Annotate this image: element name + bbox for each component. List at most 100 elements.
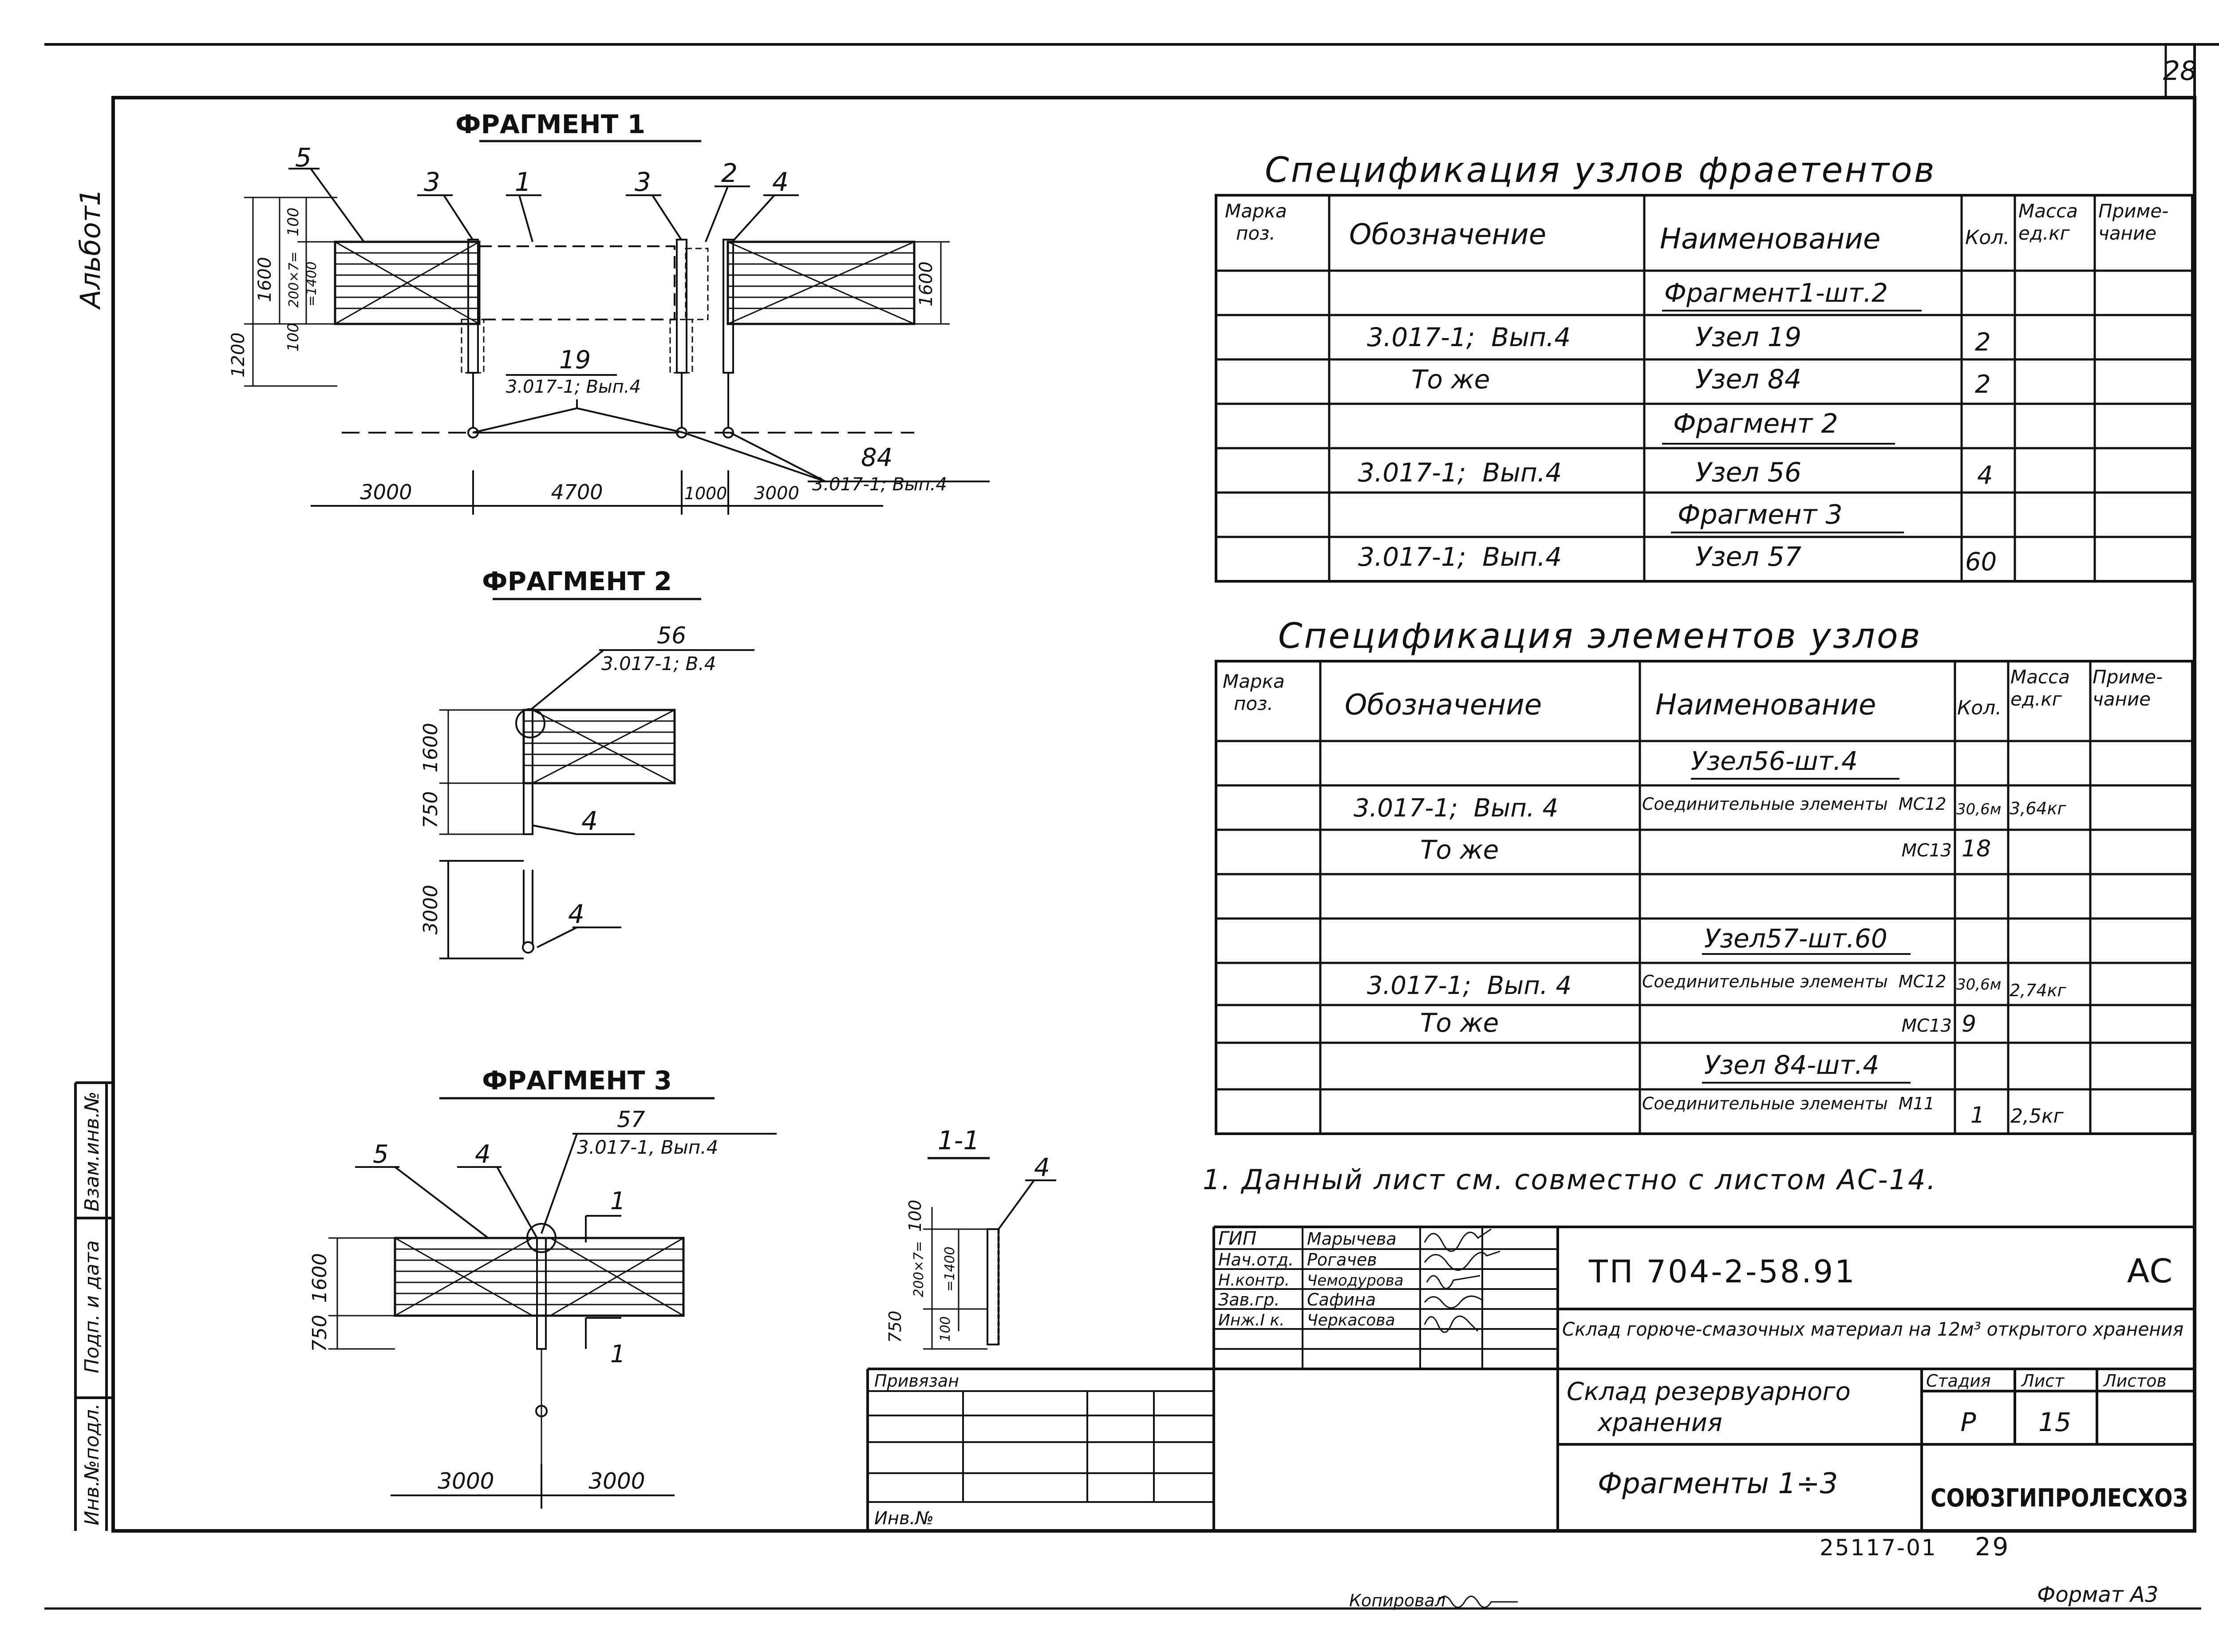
f2-node-56-ref: 3.017-1; В.4 (601, 653, 716, 674)
f1-dim-1000: 1000 (684, 484, 727, 503)
format-label: Формат А3 (2037, 1582, 2158, 1607)
f2-dim-3000: 3000 (419, 885, 442, 934)
section-1-1-dim-1400: =1400 (942, 1246, 958, 1291)
spec-elements-r7-qty: 9 (1962, 1011, 1976, 1037)
spec-elements-title: Спецификация элементов узлов (1278, 616, 1922, 656)
f1-node-19-ref: 3.017-1; Вып.4 (506, 377, 641, 397)
stage-value: Р (1961, 1407, 1976, 1437)
section-1-1-dim-100-top: 100 (905, 1200, 925, 1232)
spec-nodes-r2-designation: 3.017-1; Вып.4 (1367, 322, 1571, 352)
doc-code: ТП 704-2-58.91 (1588, 1254, 1856, 1290)
spec-nodes-h-mass-1: Масса (2018, 200, 2078, 222)
section-1-1-dim-100-bottom: 100 (938, 1316, 953, 1341)
doc-mark: АС (2127, 1252, 2172, 1290)
spec-elements-r9-mass: 2,5кг (2010, 1105, 2064, 1128)
spec-nodes-r4-name: Фрагмент 2 (1673, 408, 1838, 439)
f3-section-mark-bottom: 1 (610, 1340, 625, 1368)
spec-elements-r7-name: МС13 (1902, 1016, 1952, 1036)
spec-elements-r1-name: Узел56-шт.4 (1691, 746, 1858, 776)
spec-nodes-r5-name: Узел 56 (1695, 457, 1801, 488)
spec-nodes-h-qty: Кол. (1965, 226, 2010, 249)
spec-nodes-h-name: Наименование (1660, 223, 1880, 256)
spec-nodes-r7-designation: 3.017-1; Вып.4 (1358, 542, 1562, 572)
f1-dim-3000-right: 3000 (754, 483, 799, 504)
f1-dim-1600: 1600 (255, 257, 275, 302)
object-name: Склад горюче-смазочных материал на 12м³ … (1562, 1318, 2183, 1340)
f3-callout-4: 4 (475, 1140, 491, 1169)
f1-callout-3b: 3 (635, 167, 651, 197)
fragment-2: ФРАГМЕНТ 2 56 3.017-1; В.4 1600 750 4 (419, 566, 754, 959)
spec-nodes-h-note-1: Приме- (2098, 200, 2168, 222)
sig-role-1: ГИП (1218, 1227, 1256, 1249)
f2-callout-4b: 4 (568, 899, 584, 929)
f3-dim-1600: 1600 (308, 1253, 331, 1303)
spec-nodes-r5-designation: 3.017-1; Вып.4 (1358, 457, 1562, 488)
stage-label: Стадия (1926, 1371, 1991, 1391)
fragment-1: ФРАГМЕНТ 1 (228, 109, 990, 515)
sig-name-1: Марычева (1307, 1229, 1397, 1249)
spec-nodes-r6-name: Фрагмент 3 (1678, 499, 1843, 530)
sig-name-5: Черкасова (1307, 1311, 1395, 1329)
sig-role-5: Инж.I к. (1218, 1311, 1285, 1329)
spec-elements-r2-designation: 3.017-1; Вып. 4 (1354, 794, 1558, 823)
copier-signature (1437, 1596, 1518, 1608)
f3-dim-750: 750 (308, 1315, 331, 1352)
f3-dim-3000-right: 3000 (588, 1468, 645, 1494)
spec-nodes-h-mark-2: поз. (1236, 222, 1275, 244)
fragment-2-title: ФРАГМЕНТ 2 (482, 566, 672, 596)
sig-role-2: Нач.отд. (1218, 1250, 1294, 1270)
section-1-1: 1-1 4 100 200×7= =1400 750 100 (885, 1125, 1056, 1350)
spec-elements-r3-designation: То же (1420, 835, 1499, 865)
album-label: Альбот1 (74, 189, 107, 310)
f1-node-19: 19 (559, 346, 591, 375)
spec-elements-r3-qty: 18 (1962, 836, 1991, 862)
building-line-1: Склад резервуарного (1567, 1377, 1851, 1406)
f1-dim-200x7: 200×7= (286, 252, 302, 308)
f2-callout-4a: 4 (581, 806, 598, 836)
fragment-3-title: ФРАГМЕНТ 3 (482, 1065, 672, 1096)
spec-elements-h-mass-2: ед.кг (2010, 688, 2062, 710)
spec-elements-h-note-1: Приме- (2093, 666, 2163, 688)
building-line-2: хранения (1597, 1408, 1722, 1437)
spec-elements-r9-qty: 1 (1970, 1102, 1985, 1128)
spec-nodes-h-designation: Обозначение (1349, 218, 1546, 251)
note-text: 1. Данный лист см. совместно с листом АС… (1203, 1163, 1937, 1196)
f2-dim-1600: 1600 (419, 723, 442, 773)
f1-dim-4700: 4700 (551, 480, 603, 504)
f1-callout-5: 5 (295, 142, 312, 173)
spec-elements-r3-name: МС13 (1902, 840, 1952, 861)
f1-dim-1400: =1400 (304, 261, 320, 306)
section-1-1-title: 1-1 (938, 1125, 980, 1155)
f3-dim-3000-left: 3000 (438, 1468, 494, 1494)
spec-elements-h-designation: Обозначение (1345, 689, 1542, 722)
spec-nodes-h-mass-2: ед.кг (2018, 222, 2070, 244)
spec-elements-h-qty: Кол. (1957, 697, 2002, 719)
fragment-1-title: ФРАГМЕНТ 1 (455, 109, 645, 139)
spec-nodes-table: Спецификация узлов фраетентов Марка поз.… (1215, 150, 2194, 583)
f1-callout-3a: 3 (424, 167, 440, 197)
inv-label: Инв.№ (874, 1508, 934, 1529)
spec-nodes-h-mark-1: Марка (1225, 200, 1287, 222)
archive-page: 29 (1975, 1533, 2010, 1561)
spec-nodes-r1-name: Фрагмент1-шт.2 (1664, 278, 1888, 308)
spec-elements-h-note-2: чание (2093, 688, 2151, 710)
drawing-title: Фрагменты 1÷3 (1598, 1467, 1838, 1500)
spec-elements-r5-name: Узел57-шт.60 (1704, 923, 1887, 954)
f1-node-84: 84 (861, 443, 892, 472)
spec-nodes-r3-qty: 2 (1975, 370, 1991, 399)
spec-elements-table: Спецификация элементов узлов Марка поз. … (1215, 616, 2194, 1135)
f1-callout-1: 1 (515, 167, 531, 197)
handwritten-signatures (1424, 1228, 1500, 1333)
sig-name-3: Чемодурова (1307, 1272, 1404, 1289)
stamp-inv-original: Инв.№подл. (81, 1403, 103, 1526)
sheets-label: Листов (2103, 1371, 2167, 1391)
f1-node-84-ref: 3.017-1; Вып.4 (812, 474, 947, 495)
f2-node-56: 56 (657, 623, 686, 649)
f1-dim-3000-left: 3000 (360, 480, 412, 504)
spec-nodes-r3-name: Узел 84 (1695, 364, 1801, 395)
spec-elements-r6-qty: 30,6м (1956, 976, 2001, 994)
section-1-1-dim-750: 750 (885, 1311, 905, 1343)
f3-node-57: 57 (617, 1107, 645, 1132)
f1-callout-4: 4 (772, 167, 789, 197)
